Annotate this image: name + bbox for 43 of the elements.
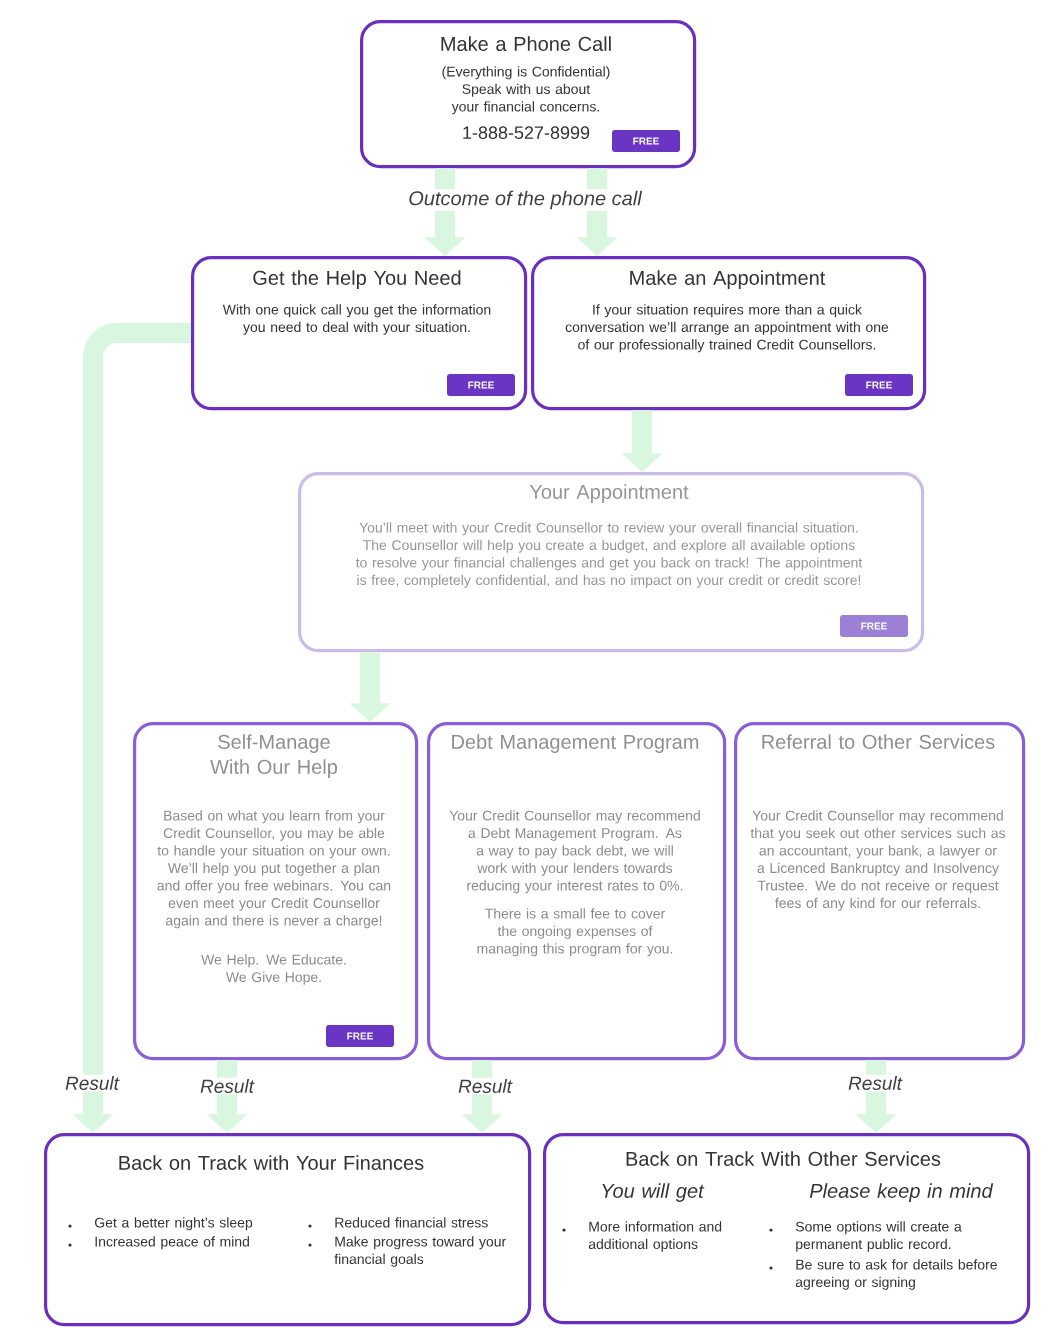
body-text: (Everything is Confidential) Speak with us about your financial concerns.: [442, 66, 610, 115]
free-badge: FREE: [326, 1025, 394, 1047]
process-box: [543, 1133, 1031, 1325]
heading: Referral to Other Services: [762, 734, 995, 749]
free-badge: FREE: [840, 615, 908, 637]
bullet-item: Be sure to ask for details before agreeing or signing: [769, 1259, 997, 1290]
body-text: If your situation requires more than a quick conversation we’ll arrange an appointment with one of our professionally trained Credit Counsellors.: [565, 304, 889, 353]
body-text: Your Credit Counsellor may recommend that you seek out other services such as an accountant, your bank, a lawyer or a Licenced Bankruptcy and Insolvency Trustee. We do not receive or request fees of any kind for our referrals.: [750, 810, 1006, 911]
flow-caption: Outcome of the phone call: [406, 189, 644, 211]
process-box: [734, 722, 1026, 1061]
body-text: 1-888-527-8999: [463, 126, 590, 139]
process-box: [44, 1133, 532, 1327]
bullet-item: Get a better night’s sleep: [68, 1217, 253, 1231]
bullet-item: Make progress toward your financial goals: [308, 1236, 506, 1267]
body-text: Based on what you learn from your Credit Counsellor, you may be able to handle your situation on your own. We’ll help you put together a plan and offer you free webinars. You can even meet your Credit Counsellor again and there is never a charge!: [157, 810, 391, 929]
heading: Back on Track With Other Services: [626, 1151, 941, 1166]
heading: Make a Phone Call: [441, 36, 611, 51]
heading: Your Appointment: [529, 484, 689, 503]
heading: Self-Manage With Our Help: [210, 734, 338, 778]
process-box: [427, 722, 727, 1061]
heading: Make an Appointment: [630, 270, 826, 289]
free-badge: FREE: [612, 130, 680, 152]
process-box: [298, 472, 925, 653]
free-badge: FREE: [845, 374, 913, 396]
heading: Back on Track with Your Finances: [119, 1155, 424, 1170]
heading: Debt Management Program: [452, 734, 699, 753]
body-text: There is a small fee to cover the ongoing expenses of managing this program for you.: [477, 908, 673, 957]
process-box: [133, 722, 419, 1061]
bullet-item: More information and additional options: [562, 1221, 722, 1252]
process-box: [531, 256, 927, 411]
bullet-item: Reduced financial stress: [308, 1217, 488, 1228]
heading: Please keep in mind: [809, 1183, 994, 1202]
body-text: Your Credit Counsellor may recommend a Debt Management Program. As a way to pay back debt, we will work with your lenders towards reducing your interest rates to 0%.: [449, 810, 700, 894]
body-text: With one quick call you get the information you need to deal with your situation.: [222, 304, 491, 335]
heading: You will get: [602, 1183, 705, 1202]
bullet-item: Some options will create a permanent public record.: [769, 1221, 962, 1252]
process-box: [360, 20, 697, 169]
body-text: We Help. We Educate. We Give Hope.: [201, 954, 346, 985]
heading: Get the Help You Need: [253, 270, 461, 289]
process-box: [191, 256, 528, 411]
body-text: You’ll meet with your Credit Counsellor to review your overall financial situation. The Counsellor will help you create a budget, and explore all available options to resolve your financial challenges and get you back on track! The appointment is free, completely confidential, and has no impact on your credit or credit score!: [355, 522, 863, 588]
free-badge: FREE: [447, 374, 515, 396]
bullet-item: Increased peace of mind: [68, 1236, 249, 1250]
